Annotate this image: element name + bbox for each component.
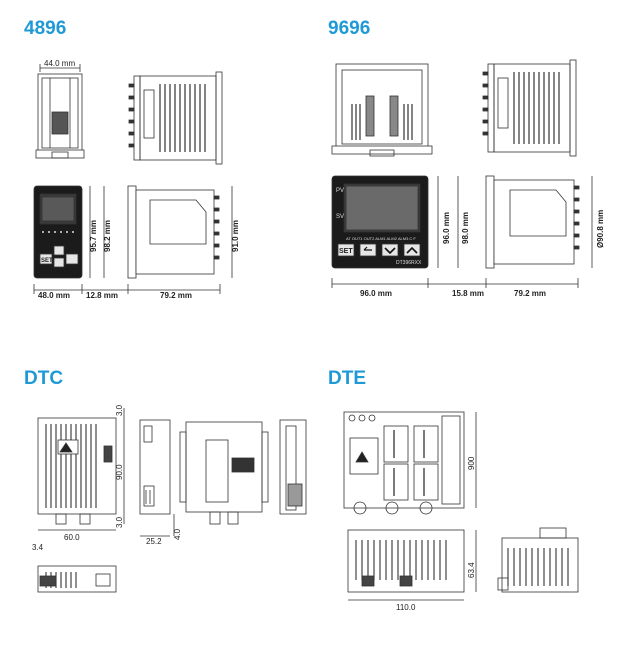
front-view-4896: [33, 185, 83, 279]
set-key-4896: SET: [41, 258, 53, 264]
dim-4896-top-width: 44.0 mm: [44, 59, 75, 68]
dim-9696-bezel-depth: 15.8 mm: [452, 289, 484, 298]
front-view-dtc: [37, 417, 117, 525]
dim-dtc-top-margin: 3.0: [115, 404, 124, 416]
bottom-view-dtc: [37, 565, 117, 593]
dim-dtc-width: 60.0: [64, 533, 80, 542]
bottom-view-dte: [347, 529, 465, 593]
dim-dte-bottom-height: 63.4: [467, 562, 476, 578]
model-label-9696: DT396RXX: [396, 260, 422, 266]
sv-label-9696: SV: [336, 214, 344, 220]
dim-4896-bezel-depth: 12.8 mm: [86, 291, 118, 300]
dim-9696-body-depth: 79.2 mm: [514, 289, 546, 298]
section-title-dtc: DTC: [24, 368, 64, 389]
drawing-dte: 900 63.4 110.0: [343, 411, 579, 612]
drawing-dtc: 3.0 90.0 3.0 3.4 60.0 25.2 4.0: [32, 404, 307, 593]
top-view-9696: [331, 63, 433, 157]
side-view-dtc: [139, 419, 171, 515]
dim-9696-side-height: Ø90.8 mm: [596, 210, 605, 248]
drawing-4896: 44.0 mm: [33, 59, 240, 300]
dim-dte-height: 900: [467, 456, 476, 470]
dim-dtc-side-width: 25.2: [146, 537, 162, 546]
top-view-4896: [35, 64, 85, 159]
dim-4896-height-inner: 98.2 mm: [103, 220, 112, 252]
dim-dtc-side-offset: 4.0: [173, 528, 182, 540]
dim-dtc-height: 90.0: [115, 464, 124, 480]
dim-9696-height-outer: 96.0 mm: [442, 212, 451, 244]
front-view-dte: [343, 411, 465, 515]
back-view-dtc: [179, 421, 269, 525]
set-key-9696: SET: [339, 248, 353, 255]
side-top-view-9696: [482, 59, 577, 157]
dim-dtc-offset: 3.4: [32, 543, 44, 552]
dim-4896-height-outer: 95.7 mm: [89, 220, 98, 252]
dim-dtc-bottom-margin: 3.0: [115, 516, 124, 528]
dim-9696-front-width: 96.0 mm: [360, 289, 392, 298]
led-labels-9696: AT OUT1 OUT2 ALM1 ALM2 ALM3 C F: [346, 236, 416, 241]
drawing-9696: PV SV SET DT396RXX AT OUT1 OUT2 ALM1 ALM…: [331, 59, 605, 298]
dim-9696-height-inner: 98.0 mm: [461, 212, 470, 244]
dim-4896-body-depth: 79.2 mm: [160, 291, 192, 300]
side-view-4896: [127, 185, 220, 279]
end-view-dtc: [279, 419, 307, 515]
side-view-dte: [497, 527, 579, 593]
side-view-9696: [485, 175, 580, 269]
side-top-view-4896: [128, 71, 223, 165]
section-title-4896: 4896: [24, 18, 67, 39]
pv-label-9696: PV: [336, 188, 344, 194]
section-title-9696: 9696: [328, 18, 371, 39]
dim-4896-front-width: 48.0 mm: [38, 291, 70, 300]
dim-4896-side-height: 91.0 mm: [231, 220, 240, 252]
section-title-dte: DTE: [328, 368, 366, 389]
dim-dte-width: 110.0: [396, 603, 416, 612]
front-view-9696: [331, 175, 429, 269]
